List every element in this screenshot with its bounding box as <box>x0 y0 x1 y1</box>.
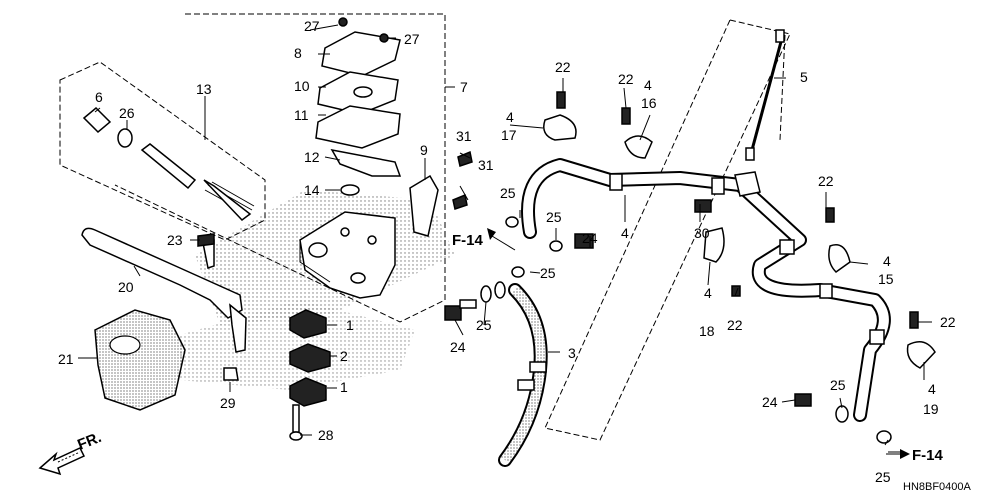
reservoir-cap-parts <box>315 17 439 237</box>
callout-24: 24 <box>762 394 778 410</box>
callout-22: 22 <box>818 173 834 189</box>
brake-hose-3 <box>498 283 548 467</box>
brake-hose-4 <box>521 158 891 422</box>
callout-10: 10 <box>294 78 310 94</box>
callout-31: 31 <box>456 128 472 144</box>
callout-17: 17 <box>501 127 517 143</box>
arrow-icon <box>900 449 910 459</box>
brake-pipe-5 <box>745 29 785 161</box>
callout-31: 31 <box>478 157 494 173</box>
callout-27: 27 <box>404 31 420 47</box>
callout-25: 25 <box>546 209 562 225</box>
callout-21: 21 <box>58 351 74 367</box>
callout-29: 29 <box>220 395 236 411</box>
callout-7: 7 <box>460 79 468 95</box>
group-outlines <box>59 13 791 441</box>
callout-26: 26 <box>119 105 135 121</box>
callout-8: 8 <box>294 45 302 61</box>
diagram-code: HN8BF0400A <box>903 481 972 493</box>
callout-22: 22 <box>940 314 956 330</box>
callout-22: 22 <box>727 317 743 333</box>
callout-22: 22 <box>555 59 571 75</box>
callout-18: 18 <box>699 323 715 339</box>
front-direction-arrow: FR. <box>38 429 104 476</box>
arrow-icon <box>487 228 496 240</box>
switches <box>223 309 331 441</box>
callout-2: 2 <box>340 348 348 364</box>
callout-13: 13 <box>196 81 212 97</box>
callout-23: 23 <box>167 232 183 248</box>
callout-25: 25 <box>476 317 492 333</box>
callout-24: 24 <box>450 339 466 355</box>
callout-24: 24 <box>582 230 598 246</box>
callout-25: 25 <box>540 265 556 281</box>
callout-16: 16 <box>641 95 657 111</box>
callout-4: 4 <box>704 285 712 301</box>
callout-4: 4 <box>928 381 936 397</box>
callout-4: 4 <box>883 253 891 269</box>
callout-3: 3 <box>568 345 576 361</box>
figure-ref-left: F-14 <box>452 232 484 249</box>
small-hardware <box>197 150 473 247</box>
callout-1: 1 <box>346 317 354 333</box>
callout-25: 25 <box>830 377 846 393</box>
callout-30: 30 <box>694 225 710 241</box>
front-label: FR. <box>75 429 104 454</box>
figure-ref-right: F-14 <box>912 447 944 464</box>
callout-22: 22 <box>618 71 634 87</box>
callout-1: 1 <box>340 379 348 395</box>
callout-14: 14 <box>304 182 320 198</box>
piston-kit <box>82 106 255 222</box>
callout-12: 12 <box>304 149 320 165</box>
master-cylinder <box>299 211 396 299</box>
figure-references: F-14 F-14 <box>452 228 944 464</box>
callout-9: 9 <box>420 142 428 158</box>
callout-27: 27 <box>304 18 320 34</box>
callout-4: 4 <box>506 109 514 125</box>
callout-11: 11 <box>294 107 309 123</box>
callout-5: 5 <box>800 69 808 85</box>
callout-20: 20 <box>118 279 134 295</box>
callout-25: 25 <box>875 469 891 485</box>
callout-6: 6 <box>95 89 103 105</box>
clamps-bolts <box>543 91 936 369</box>
banjo-bolts-washers <box>444 216 892 444</box>
lever-cover <box>94 309 186 411</box>
callout-labels: 1 1 2 3 4 4 4 4 4 4 4 5 6 7 8 9 10 11 12… <box>58 18 956 485</box>
callout-25: 25 <box>500 185 516 201</box>
callout-15: 15 <box>878 271 894 287</box>
leader-lines <box>78 24 932 453</box>
callout-4: 4 <box>644 77 652 93</box>
brake-lever <box>81 227 247 353</box>
callout-28: 28 <box>318 427 334 443</box>
callout-19: 19 <box>923 401 939 417</box>
callout-4: 4 <box>621 225 629 241</box>
